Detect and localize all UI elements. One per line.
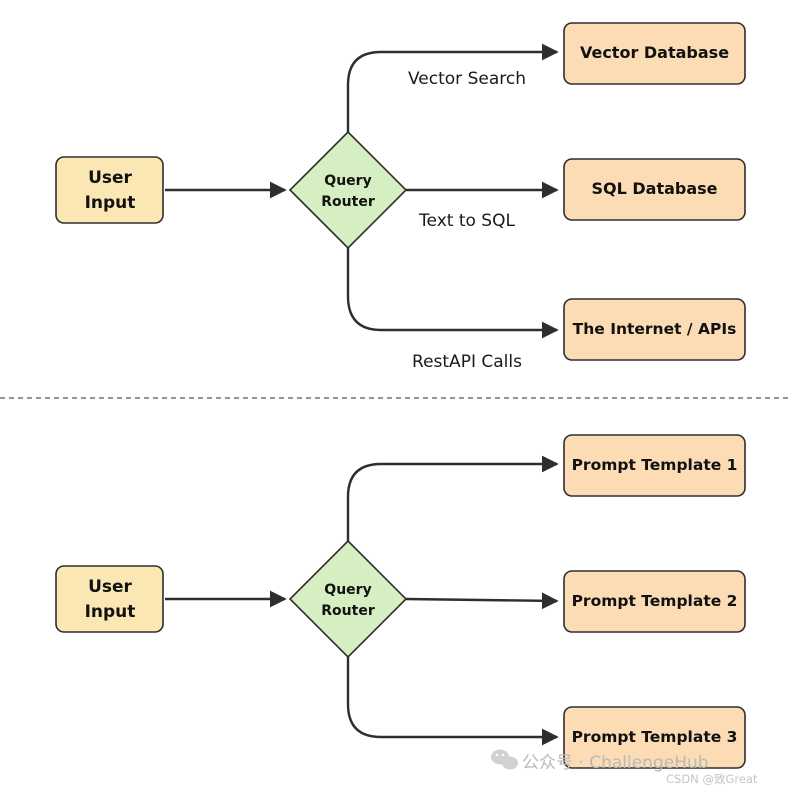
prompt-template-2-node: Prompt Template 2 bbox=[563, 570, 746, 633]
user-input-box-2 bbox=[55, 565, 164, 633]
sql-database-box bbox=[563, 158, 746, 221]
edge-router-to-template-2 bbox=[405, 592, 559, 610]
edge-label-text-to-sql: Text to SQL bbox=[418, 211, 515, 231]
query-router-node-2: Query Router bbox=[288, 539, 408, 659]
edge-router-to-template-3 bbox=[346, 657, 559, 746]
edge-router-to-vector-db bbox=[346, 43, 559, 132]
user-input-node: User Input bbox=[55, 156, 164, 224]
query-router-diamond-2 bbox=[288, 539, 408, 659]
prompt-template-2-box bbox=[563, 570, 746, 633]
sql-database-node: SQL Database bbox=[563, 158, 746, 221]
prompt-template-3-node: Prompt Template 3 bbox=[563, 706, 746, 769]
vector-database-box bbox=[563, 22, 746, 85]
prompt-template-3-box bbox=[563, 706, 746, 769]
internet-apis-box bbox=[563, 298, 746, 361]
user-input-box bbox=[55, 156, 164, 224]
query-router-diamond bbox=[288, 130, 408, 250]
user-input-2-label-line1: User bbox=[88, 577, 132, 597]
edge-label-restapi-calls: RestAPI Calls bbox=[412, 352, 522, 372]
edge-router-to-template-1 bbox=[346, 455, 559, 541]
query-router-node: Query Router bbox=[288, 130, 408, 250]
internet-apis-label: The Internet / APIs bbox=[573, 320, 737, 338]
user-input-node-2: User Input bbox=[55, 565, 164, 633]
vector-database-node: Vector Database bbox=[563, 22, 746, 85]
bottom-section: User Input Query Router Prompt Template … bbox=[55, 434, 746, 769]
user-input-2-label-line2: Input bbox=[85, 602, 136, 622]
query-router-label-line2: Router bbox=[321, 194, 375, 210]
query-router-label-line1: Query bbox=[324, 173, 371, 189]
sql-database-label: SQL Database bbox=[591, 179, 717, 198]
watermark-account: 公众号 · ChallengeHub bbox=[522, 753, 709, 773]
prompt-template-1-label: Prompt Template 1 bbox=[572, 456, 738, 474]
watermark-csdn: CSDN @致Great bbox=[666, 772, 758, 786]
user-input-label-line1: User bbox=[88, 168, 132, 188]
top-section: User Input Query Router Vector Database … bbox=[55, 22, 746, 372]
edge-router-to-internet bbox=[346, 248, 559, 339]
prompt-template-2-label: Prompt Template 2 bbox=[572, 592, 738, 610]
prompt-template-1-node: Prompt Template 1 bbox=[563, 434, 746, 497]
vector-database-label: Vector Database bbox=[580, 43, 729, 62]
internet-apis-node: The Internet / APIs bbox=[563, 298, 746, 361]
wechat-icon bbox=[491, 749, 518, 770]
edge-label-vector-search: Vector Search bbox=[408, 69, 526, 89]
user-input-label-line2: Input bbox=[85, 193, 136, 213]
query-router-2-label-line2: Router bbox=[321, 603, 375, 619]
prompt-template-3-label: Prompt Template 3 bbox=[572, 728, 738, 746]
prompt-template-1-box bbox=[563, 434, 746, 497]
query-router-2-label-line1: Query bbox=[324, 582, 371, 598]
